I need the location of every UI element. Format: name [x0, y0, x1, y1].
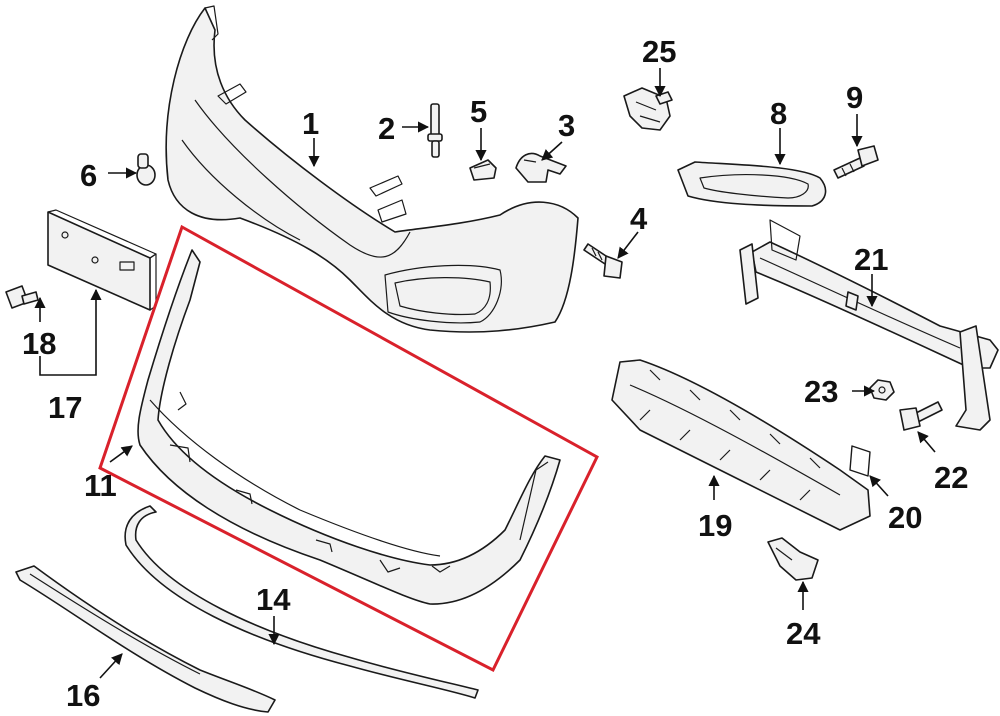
part-4-screw[interactable]: [583, 243, 623, 279]
part-25-sensor[interactable]: [623, 87, 673, 131]
callout-2: 2: [378, 111, 395, 146]
part-5-clip[interactable]: [469, 159, 497, 181]
part-23-nut[interactable]: [869, 379, 895, 401]
callout-11: 11: [84, 468, 117, 503]
part-1-bumper-cover[interactable]: [165, 5, 579, 333]
callout-18: 18: [22, 326, 56, 361]
callout-14: 14: [256, 582, 291, 617]
callout-25: 25: [642, 34, 676, 69]
callout-24: 24: [786, 616, 821, 651]
part-9-bolt[interactable]: [833, 145, 879, 179]
callout-20: 20: [888, 500, 922, 535]
part-14-trim-strip[interactable]: [124, 505, 479, 699]
callout-1: 1: [302, 106, 319, 141]
part-8-lamp-bezel[interactable]: [677, 161, 827, 207]
part-17-license-bracket[interactable]: [47, 209, 157, 311]
callout-4: 4: [630, 201, 648, 236]
callout-16: 16: [66, 678, 100, 713]
callout-21: 21: [854, 242, 888, 277]
part-2-push-pin[interactable]: [427, 103, 443, 158]
part-11-lower-valance[interactable]: [137, 249, 561, 605]
part-19-energy-absorber[interactable]: [611, 359, 871, 531]
callouts: 1 2 3 4 5 6 8 9 11 14 16 17 18 19 20 21 …: [22, 34, 968, 713]
callout-6: 6: [80, 158, 97, 193]
part-24-bracket[interactable]: [767, 537, 819, 581]
leader-lines: [34, 68, 936, 679]
highlight-box-part-11: [98, 224, 599, 673]
part-22-bolt[interactable]: [899, 401, 943, 431]
callout-9: 9: [846, 80, 863, 115]
part-16-lower-strip[interactable]: [15, 565, 276, 713]
part-18-bolt[interactable]: [5, 285, 39, 309]
part-20-label[interactable]: [849, 445, 871, 477]
callout-23: 23: [804, 374, 838, 409]
callout-19: 19: [698, 508, 732, 543]
part-6-plug[interactable]: [136, 153, 156, 186]
callout-8: 8: [770, 96, 787, 131]
callout-3: 3: [558, 108, 575, 143]
callout-17: 17: [48, 390, 82, 425]
callout-22: 22: [934, 460, 968, 495]
callout-5: 5: [470, 94, 487, 129]
part-3-bracket-clip[interactable]: [515, 152, 567, 183]
